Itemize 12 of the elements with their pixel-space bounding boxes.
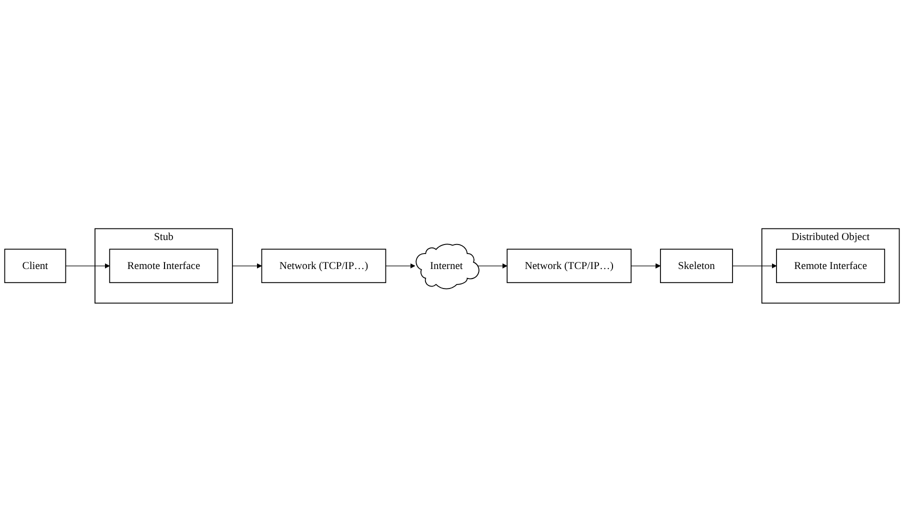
arrow [478, 262, 508, 268]
arrow [65, 262, 110, 268]
node-box: Network (TCP/IP…) [261, 248, 386, 283]
arrow [385, 262, 416, 268]
node-box: Skeleton [660, 248, 733, 283]
arrow [732, 262, 777, 268]
node-box: Remote Interface [109, 248, 218, 283]
arrow [630, 262, 661, 268]
arrow [232, 262, 262, 268]
node-box: Remote Interface [776, 248, 886, 283]
node-box: Network (TCP/IP…) [506, 248, 632, 283]
node-box: Client [4, 248, 66, 283]
